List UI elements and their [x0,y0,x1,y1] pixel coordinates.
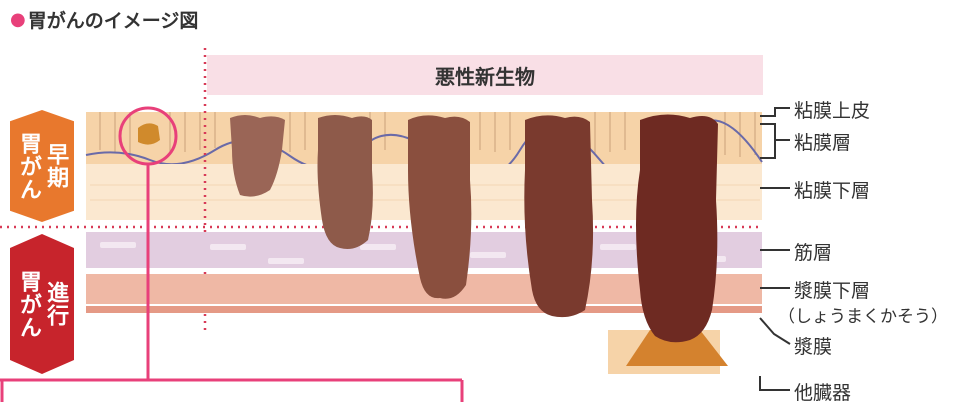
tumor-stage-5 [636,114,718,343]
label-subserosa-reading: （しょうまくかそう） [778,307,948,327]
diagram-title: ● 胃がんのイメージ図 [10,6,198,33]
early-stage-line-1: 早期 [43,143,69,189]
title-text: 胃がんのイメージ図 [27,10,199,32]
early-gastric-cancer-badge: 胃がん 早期 [10,110,74,222]
label-other-organs: 他臓器 [794,382,852,404]
advanced-gastric-cancer-badge: 胃がん 進行 [10,234,74,374]
serosa-layer [86,306,762,313]
early-lesion [138,123,160,145]
tumor-stage-3 [408,115,472,299]
label-mucosa-epithelium: 粘膜上皮 [794,100,871,122]
label-mucosa: 粘膜層 [794,132,852,154]
advanced-stage-line-2: 胃がん [16,269,41,339]
label-subserosa: 漿膜下層 [794,280,871,302]
bullet-dot-icon: ● [10,8,26,30]
label-submucosa: 粘膜下層 [794,180,871,202]
label-muscle: 筋層 [794,242,833,264]
label-leader-lines [759,107,791,391]
advanced-stage-line-1: 進行 [43,281,69,327]
label-serosa: 漿膜 [794,336,833,358]
tumor-stage-4 [524,115,594,318]
tumor-stage-2 [317,115,373,249]
early-stage-line-2: 胃がん [16,131,41,201]
malignant-neoplasm-banner: 悪性新生物 [207,55,763,95]
tumor-stage-1 [230,115,285,197]
invasion-into-organ [626,330,728,366]
